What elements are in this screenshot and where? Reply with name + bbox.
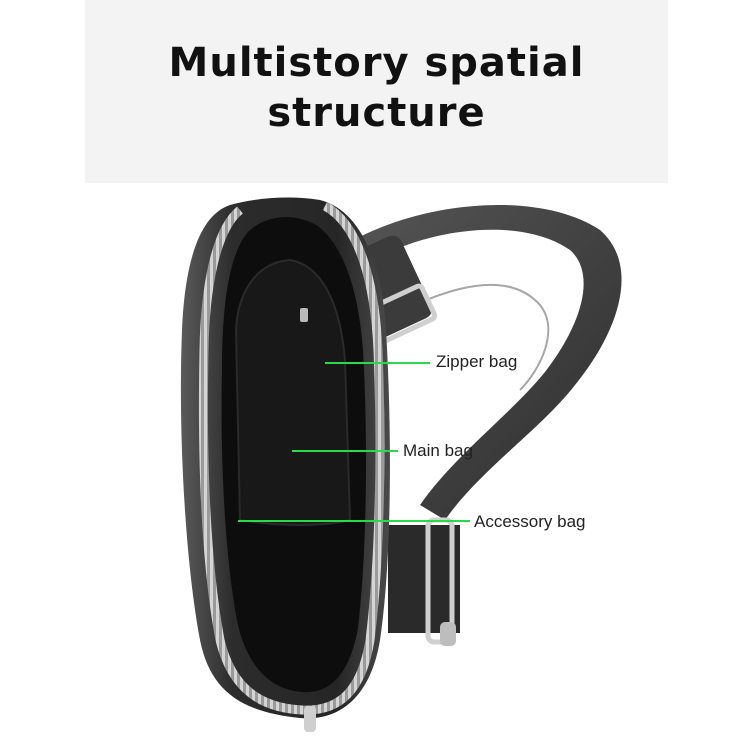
title-line-1: Multistory spatial [168,40,585,86]
main-bag-label: Main bag [403,441,473,460]
bag-photo [180,197,622,732]
zipper-bag-label: Zipper bag [436,352,518,371]
title-banner [85,0,668,183]
title-line-2: structure [267,90,486,136]
page-title: Multistory spatial structure [85,38,668,138]
bag-body [180,197,390,732]
accessory-bag-label: Accessory bag [474,512,586,531]
